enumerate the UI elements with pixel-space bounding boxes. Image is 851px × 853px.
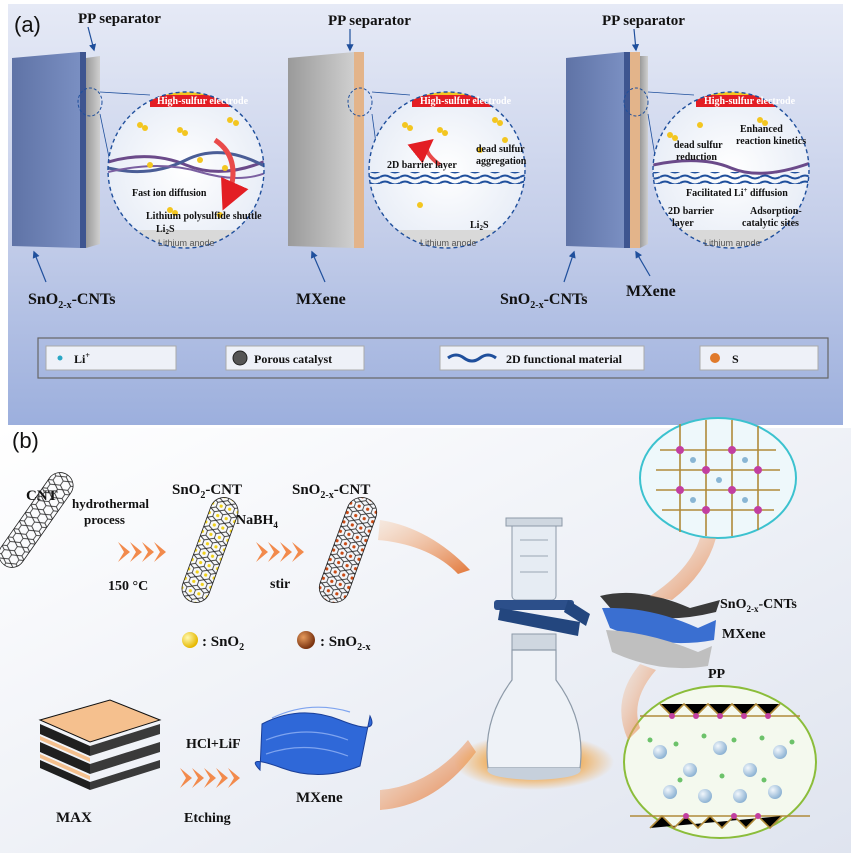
mxene-flakes [254, 706, 373, 775]
high-sulfur-electrode-label-3: High-sulfur electrode [704, 96, 796, 107]
pp-separator-label-2: PP separator [328, 13, 411, 29]
adsorption-label-a: Adsorption- [750, 206, 802, 217]
polysulfide-clusters-3 [667, 117, 768, 141]
dead-sulfur-label-3b: reduction [676, 152, 717, 163]
legend-box: Li+ Porous catalyst 2D functional materi… [37, 337, 829, 379]
legend-porous-marker [232, 350, 248, 366]
lithium-anode-label-3: Lithium anode [704, 238, 761, 248]
zoom-circle-2: High-sulfur electrode 2D barrier layer d… [368, 91, 527, 249]
sno2-cnt-tube [181, 497, 239, 603]
enhanced-label-b: reaction kinetics [736, 136, 806, 147]
mxene-label-b: MXene [296, 790, 343, 806]
stir-label: stir [270, 577, 290, 592]
etching-label: Etching [184, 811, 231, 826]
panel-b-label: (b) [12, 428, 39, 453]
mxene-label-a-2: MXene [626, 283, 676, 300]
dead-sulfur-label-2b: aggregation [476, 156, 527, 167]
pp-layer [86, 56, 100, 248]
pp-separator-label-1: PP separator [78, 11, 161, 27]
sno2-cnt-layer-3 [566, 52, 624, 248]
lithium-anode-label-2: Lithium anode [420, 238, 477, 248]
mxene-barrier-3 [653, 172, 809, 184]
legend-s-marker [710, 353, 720, 363]
mxene-barrier-2 [369, 172, 525, 184]
temperature-label: 150 °C [108, 579, 148, 594]
crystal-structure-bottom [623, 685, 817, 839]
sno2-cnt-label: SnO2-CNT [172, 482, 242, 501]
polysulfide-clusters-1 [137, 117, 239, 218]
mxene-label-a-1: MXene [296, 291, 346, 308]
stack-pp-label: PP [708, 667, 726, 682]
hydrothermal-label-2: process [84, 512, 125, 527]
panel-a-label: (a) [14, 12, 41, 37]
adsorption-label-b: catalytic sites [742, 218, 799, 229]
sno2-cnts-label-1: SnO2-x-CNTs [28, 291, 115, 311]
sno2-legend-label: : SnO2 [202, 634, 244, 653]
snox-cnt-tube [318, 497, 378, 603]
pp-layer-2 [288, 52, 354, 248]
mxene-layer-2 [354, 52, 364, 248]
legend-functional-box [439, 345, 645, 371]
legend-s-label: S [732, 352, 739, 366]
snox-legend-ball [297, 631, 315, 649]
high-sulfur-electrode-label-2: High-sulfur electrode [420, 96, 512, 107]
fast-ion-diffusion-label: Fast ion diffusion [132, 188, 207, 199]
membrane-stack [600, 592, 720, 669]
arrow-chevrons-2 [256, 542, 304, 562]
sno2-cnt-layer [12, 52, 80, 248]
pp-layer-3 [640, 56, 648, 248]
dead-sulfur-label-2a: dead sulfur [476, 144, 525, 155]
separator-cell-2: PP separator [288, 13, 411, 248]
polysulfide-shuttle-label: Lithium polysulfide shuttle [146, 211, 262, 222]
legend-porous-box [225, 345, 365, 371]
lithium-anode-label-1: Lithium anode [158, 238, 215, 248]
arrow-chevrons-3 [180, 768, 240, 788]
legend-li-marker [57, 355, 63, 361]
barrier-label-3a: 2D barrier [668, 206, 714, 217]
polysulfide-clusters-2 [402, 117, 508, 208]
legend-li-box [45, 345, 177, 371]
enhanced-label-a: Enhanced [740, 124, 783, 135]
zoom-marker-2 [347, 87, 373, 117]
cnt-tube [0, 472, 74, 568]
legend-functional-label: 2D functional material [506, 352, 623, 366]
max-label: MAX [56, 810, 92, 826]
li2s-label-2: Li2S [470, 220, 489, 232]
zoom-marker-1 [77, 87, 103, 117]
sno2-cnts-label-2: SnO2-x-CNTs [500, 291, 587, 311]
max-stack [38, 699, 162, 790]
facilitated-diffusion-label: Facilitated Li+ diffusion [686, 186, 788, 199]
snox-cnt-label: SnO2-x-CNT [292, 482, 370, 501]
barrier-label-3b: layer [672, 218, 694, 229]
arrow-to-flask-top [378, 520, 470, 574]
stack-mxene-label: MXene [722, 627, 766, 642]
legend-porous-label: Porous catalyst [254, 352, 332, 366]
filtration-flask [454, 517, 614, 790]
pp-separator-label-3: PP separator [602, 13, 685, 29]
hydrothermal-label-1: hydrothermal [72, 496, 149, 511]
arrow-to-flask-bottom [380, 740, 476, 810]
dead-sulfur-label-3a: dead sulfur [674, 140, 723, 151]
nabh4-label: NaBH4 [236, 513, 278, 530]
legend-li-label: Li+ [74, 351, 90, 366]
li2s-label-1: Li2S [156, 224, 175, 236]
zoom-circle-3: High-sulfur electrode dead sulfur reduct… [652, 91, 810, 249]
mxene-layer-3 [630, 52, 640, 248]
zoom-circle-1: High-sulfur electrode Fast ion diffusion… [107, 91, 265, 249]
high-sulfur-electrode-label-1: High-sulfur electrode [157, 96, 249, 107]
arrow-chevrons-1 [118, 542, 166, 562]
hcl-lif-label: HCl+LiF [186, 737, 241, 752]
zoom-marker-3 [623, 87, 649, 117]
stack-sno-label: SnO2-x-CNTs [720, 597, 797, 614]
sno2-legend-ball [182, 632, 198, 648]
barrier-layer-label-2: 2D barrier layer [387, 160, 457, 171]
legend-functional-marker [447, 353, 497, 363]
snox-legend-label: : SnO2-x [320, 634, 370, 653]
crystal-structure-top [639, 417, 797, 539]
